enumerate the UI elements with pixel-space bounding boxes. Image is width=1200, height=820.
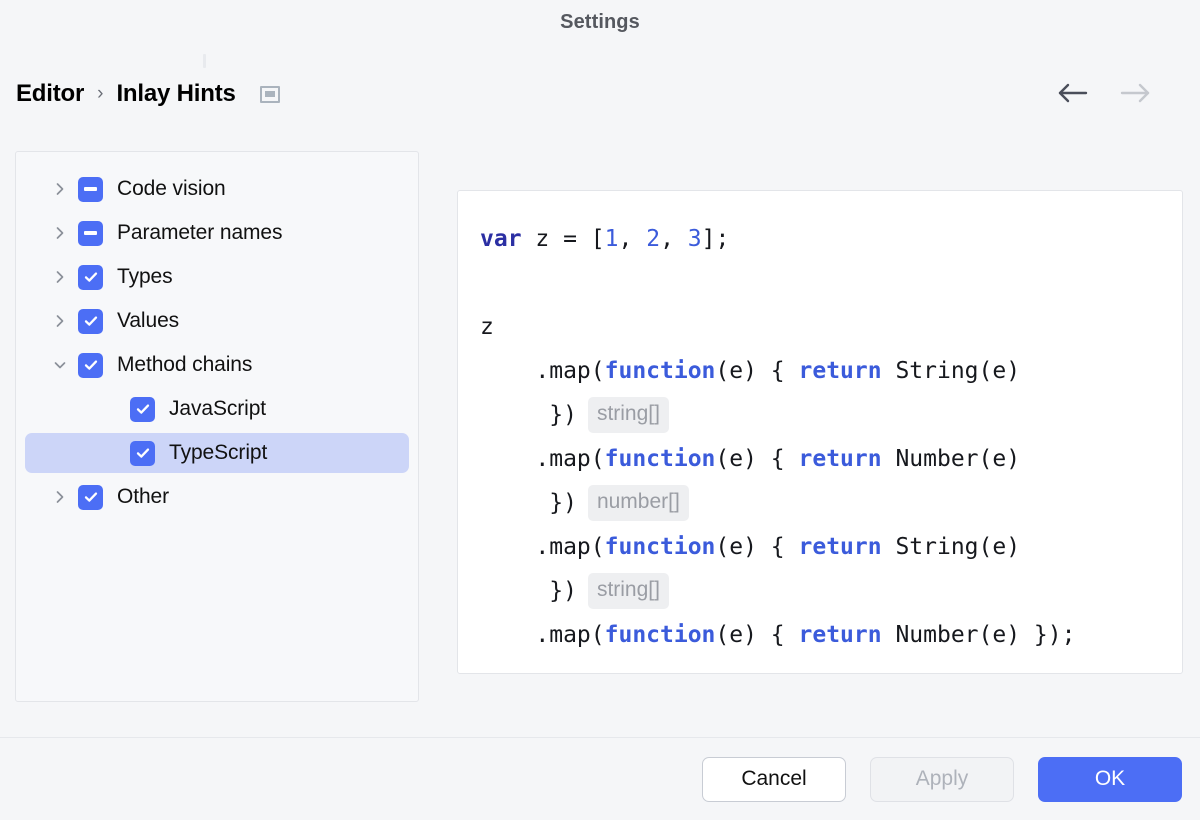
tree-item-label: Values [117, 309, 180, 332]
chevron-right-icon[interactable] [50, 269, 70, 285]
code-line: z [480, 305, 1182, 349]
tree-row[interactable]: Parameter names [25, 213, 409, 253]
code-token: }) [480, 402, 577, 428]
chevron-right-icon[interactable] [50, 489, 70, 505]
dash-icon [84, 231, 97, 235]
code-line: .map(function(e) { return String(e) [480, 349, 1182, 393]
navigation-arrows [1056, 76, 1152, 110]
tree-item-label: Types [117, 265, 173, 288]
code-line: .map(function(e) { return Number(e) }); [480, 613, 1182, 657]
code-line: var z = [1, 2, 3]; [480, 217, 1182, 261]
tree-item-label: Other [117, 485, 170, 508]
scroll-tick-mark [203, 54, 206, 68]
code-token: .map( [480, 358, 605, 384]
code-token: return [798, 622, 882, 648]
checkbox-checked[interactable] [78, 484, 103, 510]
tree-item-label: TypeScript [169, 441, 268, 464]
inlay-hint: string[] [587, 573, 669, 609]
cancel-button[interactable]: Cancel [702, 756, 846, 802]
tree-row[interactable]: Code vision [25, 169, 409, 209]
tree-row[interactable]: TypeScript [25, 433, 409, 473]
checkbox-checked[interactable] [78, 308, 103, 334]
tree-row[interactable]: Other [25, 477, 409, 517]
apply-button[interactable]: Apply [870, 756, 1014, 802]
tree-item-label: JavaScript [169, 397, 267, 420]
code-token: .map( [480, 622, 605, 648]
code-token: z = [ [521, 226, 605, 252]
code-line: .map(function(e) { return String(e) [480, 525, 1182, 569]
code-token: (e) { [715, 446, 799, 472]
code-token: function [604, 534, 716, 560]
code-token: return [798, 358, 882, 384]
code-line: }) number[] [480, 481, 1182, 525]
code-line: .map(function(e) { return Number(e) [480, 437, 1182, 481]
code-preview-panel: var z = [1, 2, 3]; z .map(function(e) { … [457, 190, 1183, 674]
code-token: .map( [480, 446, 605, 472]
tree-row[interactable]: Types [25, 257, 409, 297]
code-token: Number(e) }); [881, 622, 1076, 648]
tree-row[interactable]: Method chains [25, 345, 409, 385]
code-line: }) string[] [480, 393, 1182, 437]
checkbox-checked[interactable] [130, 396, 155, 422]
code-token: ]; [701, 226, 730, 252]
code-token: var [480, 226, 522, 252]
code-token: return [798, 534, 882, 560]
code-token: }) [480, 490, 577, 516]
breadcrumb: Editor › Inlay Hints [16, 74, 280, 114]
tree-row[interactable]: JavaScript [25, 389, 409, 429]
code-token: }) [480, 578, 577, 604]
checkbox-indeterminate[interactable] [78, 176, 103, 202]
code-line [480, 261, 1182, 305]
code-token: 3 [687, 226, 702, 252]
code-token: String(e) [881, 358, 1021, 384]
code-token: (e) { [715, 358, 799, 384]
code-token: (e) { [715, 534, 799, 560]
code-token: String(e) [881, 534, 1021, 560]
dialog-footer: Cancel Apply OK [0, 738, 1200, 820]
inlay-hint: number[] [587, 485, 689, 521]
chevron-right-icon[interactable] [50, 225, 70, 241]
code-token: z [480, 314, 494, 340]
checkbox-checked[interactable] [78, 264, 103, 290]
inlay-preview-icon [259, 85, 280, 103]
code-token: , [660, 226, 688, 252]
code-line: }) string[] [480, 569, 1182, 613]
dash-icon [84, 187, 97, 191]
tree-item-label: Parameter names [117, 221, 283, 244]
arrow-right-icon[interactable] [1118, 76, 1152, 110]
inlay-hint: string[] [587, 397, 669, 433]
arrow-left-icon[interactable] [1056, 76, 1090, 110]
code-token: function [604, 622, 716, 648]
code-token: .map( [480, 534, 605, 560]
code-token: return [798, 446, 882, 472]
chevron-down-icon[interactable] [50, 357, 70, 373]
breadcrumb-current: Inlay Hints [116, 80, 236, 107]
checkbox-checked[interactable] [130, 440, 155, 466]
checkbox-indeterminate[interactable] [78, 220, 103, 246]
code-token: function [604, 358, 716, 384]
page-title: Settings [560, 11, 640, 33]
checkbox-checked[interactable] [78, 352, 103, 378]
tree-item-label: Method chains [117, 353, 253, 376]
code-token: function [604, 446, 716, 472]
ok-button[interactable]: OK [1038, 756, 1182, 802]
code-token: , [618, 226, 647, 252]
code-token: 2 [646, 226, 661, 252]
chevron-right-icon[interactable] [50, 313, 70, 329]
breadcrumb-root[interactable]: Editor [16, 80, 85, 107]
tree-item-label: Code vision [117, 177, 226, 200]
tree-row[interactable]: Values [25, 301, 409, 341]
code-token: (e) { [715, 622, 799, 648]
code-token: 1 [604, 226, 619, 252]
chevron-right-icon[interactable] [50, 181, 70, 197]
breadcrumb-separator-icon: › [97, 83, 104, 104]
footer-divider [0, 737, 1200, 738]
code-token: Number(e) [881, 446, 1021, 472]
